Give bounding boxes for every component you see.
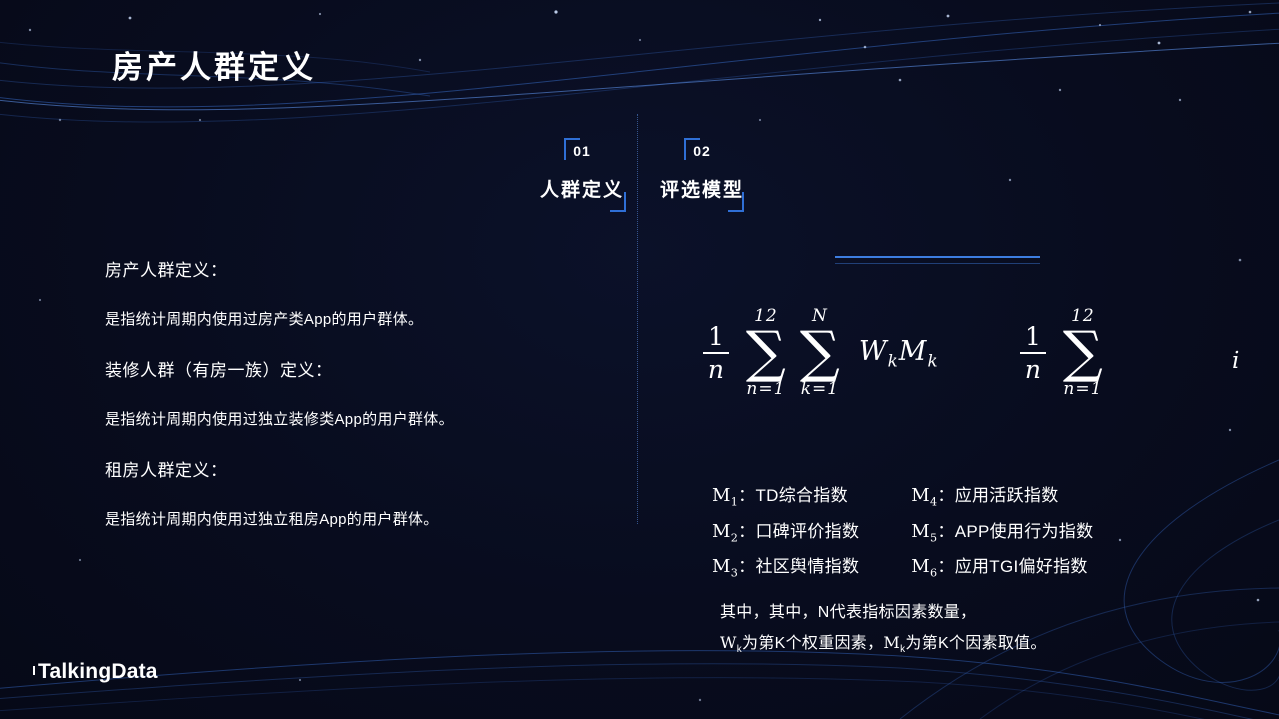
step-selection-model: 02 评选模型 <box>650 138 754 212</box>
step-number: 01 <box>573 143 591 159</box>
legend: M1：TD综合指数 M2：口碑评价指数 M3：社区舆情指数 M4：应用活跃指数 … <box>712 481 1093 580</box>
index-variable: i <box>1232 348 1240 374</box>
definition-heading: 租房人群定义： <box>105 461 228 480</box>
corner-bracket-icon <box>610 192 626 212</box>
legend-item: M4：应用活跃指数 <box>911 485 1059 509</box>
definitions-block: 房产人群定义： 是指统计周期内使用过房产类App的用户群体。 装修人群（有房一族… <box>105 256 454 556</box>
sigma-icon: ∑ <box>1062 320 1103 386</box>
corner-bracket-icon <box>684 138 701 160</box>
step-label: 人群定义 <box>539 180 624 201</box>
definition-heading: 装修人群（有房一族）定义： <box>105 361 333 380</box>
legend-item: M1：TD综合指数 <box>712 485 848 509</box>
step-number: 02 <box>693 143 711 159</box>
legend-item: M2：口碑评价指数 <box>712 520 860 545</box>
formula-secondary: 1 n 12 ∑ n=1 <box>1020 288 1110 418</box>
definition-body: 是指统计周期内使用过独立租房App的用户群体。 <box>105 511 439 528</box>
definition-body: 是指统计周期内使用过独立装修类App的用户群体。 <box>105 411 454 428</box>
corner-bracket-icon <box>728 192 744 212</box>
sigma-icon: ∑ <box>745 320 786 386</box>
step-number-frame: 02 <box>684 138 720 167</box>
step-label: 评选模型 <box>659 180 744 201</box>
vertical-divider <box>637 114 638 524</box>
sum-outer: 12 ∑ n=1 <box>745 305 786 399</box>
step-people-definition: 01 人群定义 <box>528 138 636 212</box>
definition-heading: 房产人群定义： <box>105 261 228 280</box>
formula-terms: WkMk <box>858 335 939 371</box>
legend-column-1: M1：TD综合指数 M2：口碑评价指数 M3：社区舆情指数 <box>712 481 859 580</box>
talkingdata-logo: TalkingData <box>33 660 158 684</box>
step-number-frame: 01 <box>564 138 600 167</box>
note-line-1: 其中，其中，N代表指标因素数量， <box>720 604 977 621</box>
page-title: 房产人群定义 <box>112 50 316 85</box>
legend-item: M5：APP使用行为指数 <box>911 520 1094 545</box>
formula-main: 1 n 12 ∑ n=1 N ∑ k=1 WkMk <box>703 288 939 418</box>
legend-item: M6：应用TGI偏好指数 <box>911 556 1088 580</box>
sigma-icon: ∑ <box>799 320 840 386</box>
fraction: 1 n <box>1020 324 1046 382</box>
accent-line-thin <box>835 263 1040 264</box>
corner-bracket-icon <box>564 138 581 160</box>
fraction: 1 n <box>703 324 729 382</box>
note-line-2: Wk为第K个权重因素，Mk为第K个因素取值。 <box>720 633 1047 656</box>
accent-line <box>835 256 1040 258</box>
legend-item: M3：社区舆情指数 <box>712 556 860 580</box>
logo-tick-icon <box>33 666 35 675</box>
legend-column-2: M4：应用活跃指数 M5：APP使用行为指数 M6：应用TGI偏好指数 <box>911 481 1093 580</box>
logo-text: TalkingData <box>38 660 158 683</box>
formula-notes: 其中，其中，N代表指标因素数量， Wk为第K个权重因素，Mk为第K个因素取值。 <box>720 598 1047 665</box>
sum: 12 ∑ n=1 <box>1062 305 1103 399</box>
definition-body: 是指统计周期内使用过房产类App的用户群体。 <box>105 311 424 328</box>
sum-inner: N ∑ k=1 <box>799 305 840 399</box>
